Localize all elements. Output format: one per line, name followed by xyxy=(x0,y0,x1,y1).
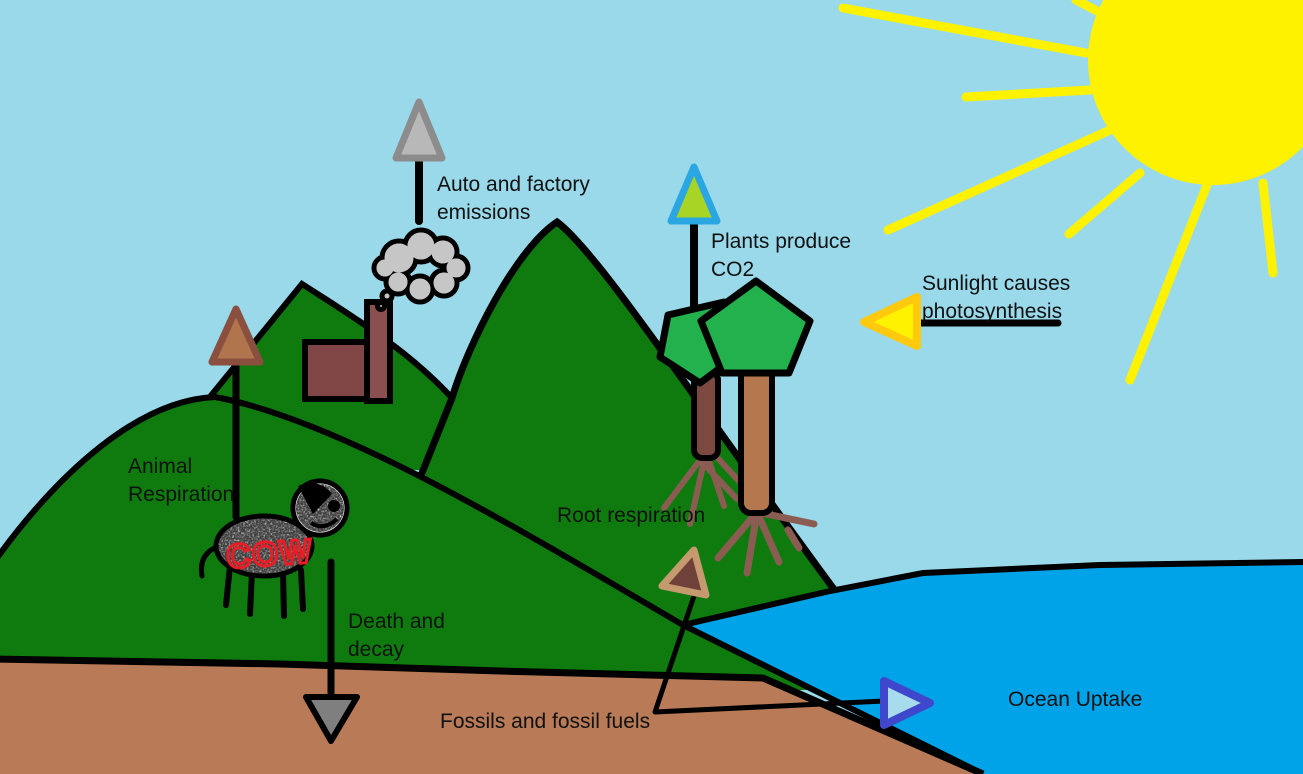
plants-co2-label-line2: CO2 xyxy=(711,258,754,281)
sun-ray xyxy=(961,85,1095,102)
fossils-connector-line xyxy=(652,595,885,715)
animal-respiration-arrow xyxy=(208,305,264,521)
sunlight-label-line2: photosynthesis xyxy=(922,300,1062,323)
plants-co2-label-line1: Plants produce xyxy=(711,230,851,253)
hill-left-outline xyxy=(0,393,686,628)
cow-head-patch xyxy=(298,483,332,514)
root-respiration-arrow-head xyxy=(658,546,710,599)
hill-left xyxy=(0,397,683,700)
ocean-shore-outline xyxy=(682,559,1303,628)
sunlight-label-line1: Sunlight causes xyxy=(922,272,1070,295)
sun-ray xyxy=(1064,168,1145,239)
death-decay-label-line1: Death and xyxy=(348,610,445,633)
animal-respiration-label-line1: Animal xyxy=(128,455,192,478)
ground-outline xyxy=(0,655,985,774)
plants-co2-arrow-head xyxy=(667,163,721,225)
cow-body-speckle xyxy=(218,518,310,574)
sunlight-arrow xyxy=(860,293,1062,350)
factory-building xyxy=(302,339,374,402)
cow-label: COW xyxy=(225,532,314,576)
auto-emissions-label-line2: emissions xyxy=(437,201,530,224)
auto-emissions-arrow xyxy=(392,98,446,225)
sun-ray xyxy=(883,125,1115,235)
plants-co2-arrow xyxy=(667,163,721,310)
ocean-uptake-arrow-head xyxy=(880,677,934,729)
cow: COW xyxy=(198,478,350,619)
fossils-label: Fossils and fossil fuels xyxy=(440,710,650,733)
ocean xyxy=(683,562,1303,774)
animal-respiration-arrow-head xyxy=(208,305,264,366)
death-decay-arrow xyxy=(303,558,360,744)
tree-right-roots xyxy=(714,508,818,577)
sunlight-arrow-head xyxy=(860,293,921,350)
ground xyxy=(0,659,983,774)
sun xyxy=(1088,0,1303,185)
death-decay-arrow-head xyxy=(303,694,360,744)
ocean-uptake-label: Ocean Uptake xyxy=(1008,688,1142,711)
sun-ray xyxy=(1258,178,1278,278)
tree-right-trunk xyxy=(738,364,775,516)
auto-emissions-arrow-head xyxy=(392,98,446,162)
cow-legs xyxy=(223,563,306,619)
death-decay-label-line2: decay xyxy=(348,638,405,661)
tree-right-canopy xyxy=(697,277,814,377)
tree-right xyxy=(697,277,818,577)
animal-respiration-label-line2: Respiration xyxy=(128,483,234,506)
auto-emissions-label-line1: Auto and factory xyxy=(437,173,590,196)
cow-muzzle-line xyxy=(309,517,339,529)
factory-chimney xyxy=(364,299,393,404)
smoke-cloud xyxy=(371,227,471,312)
sun-rays xyxy=(838,0,1278,385)
sun-ray xyxy=(838,3,1091,58)
cow-eye xyxy=(328,500,340,512)
sun-ray xyxy=(1125,180,1212,385)
root-respiration-label: Root respiration xyxy=(557,504,705,527)
